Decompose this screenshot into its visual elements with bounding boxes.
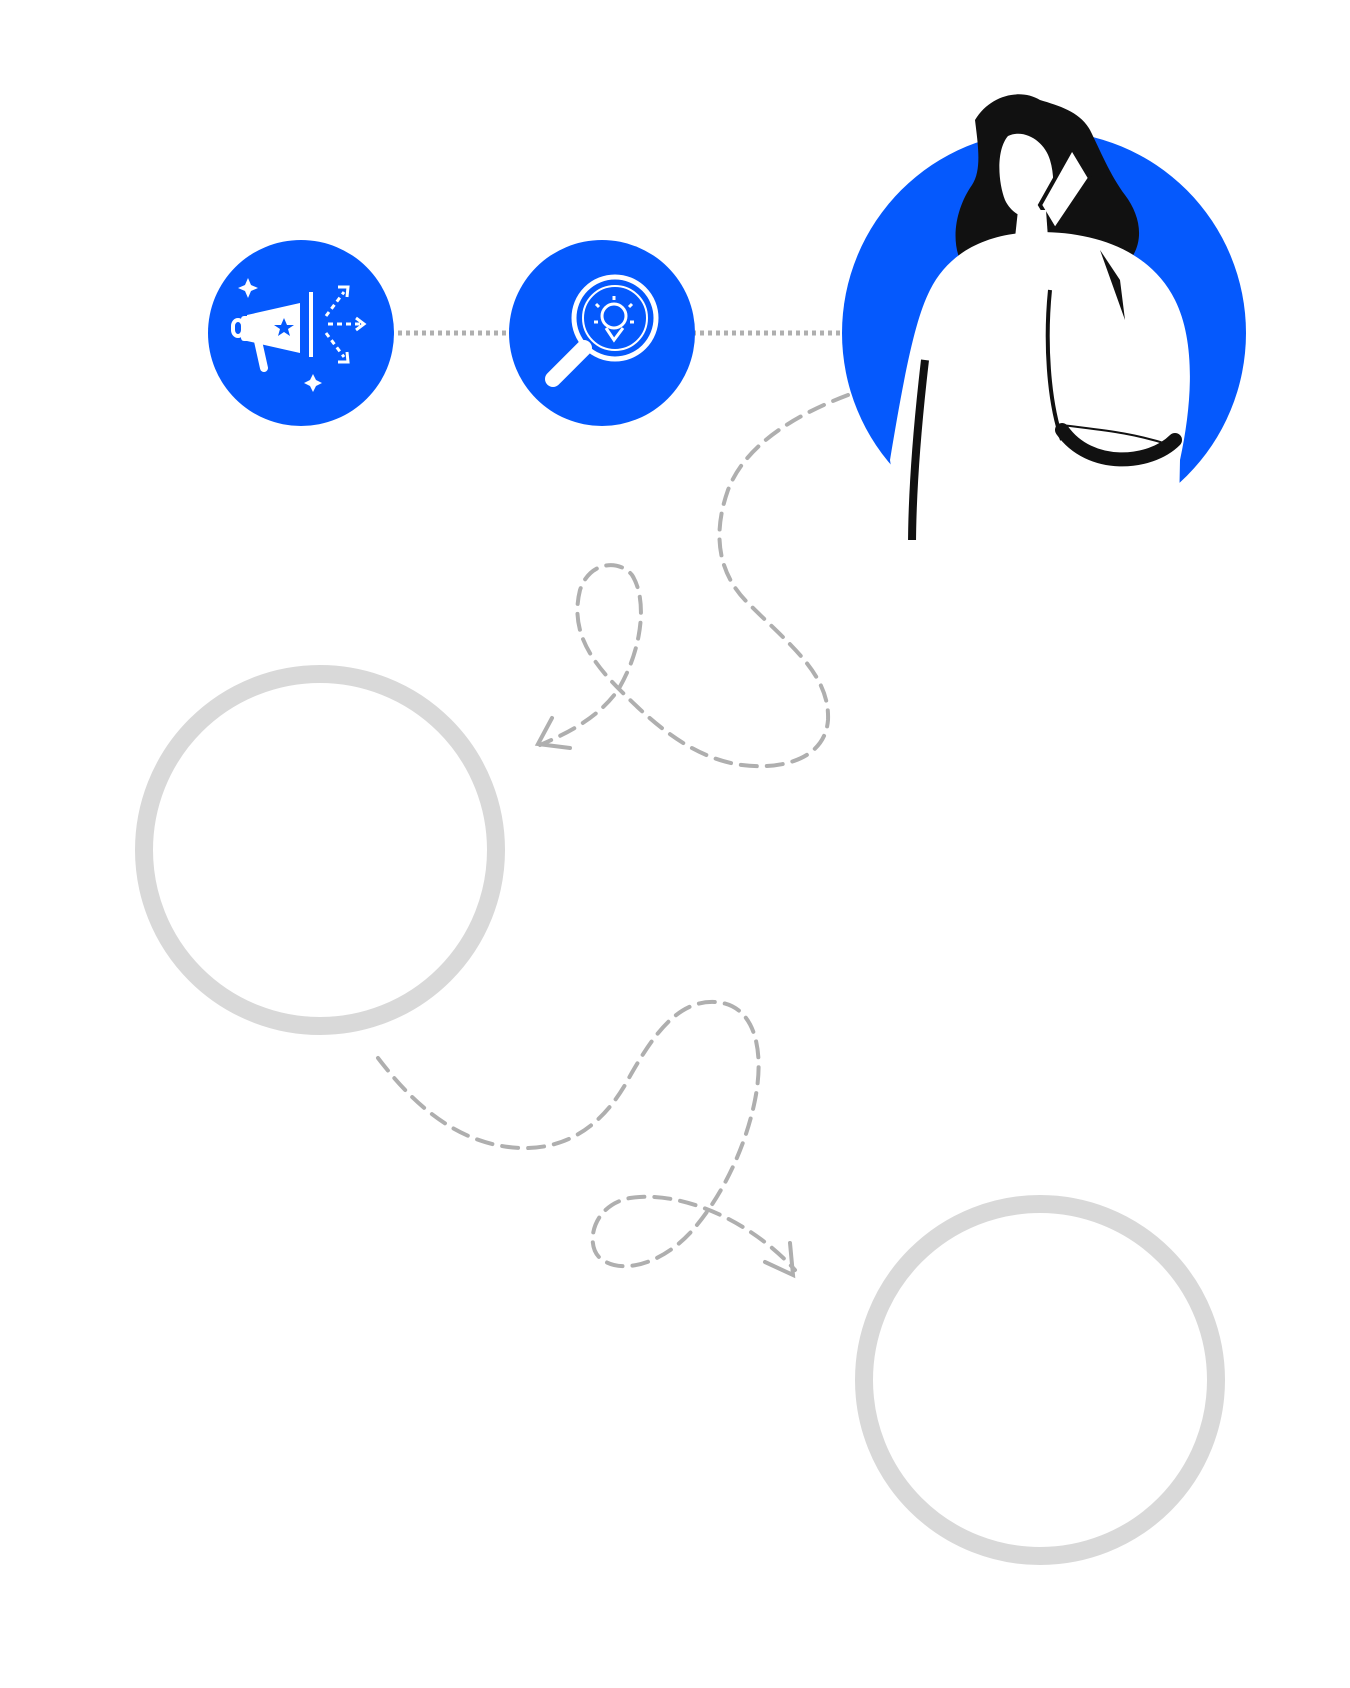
step-placeholder-ring-2[interactable]: [855, 1195, 1225, 1565]
megaphone-icon: [231, 278, 367, 392]
step-placeholder-ring-1[interactable]: [135, 665, 505, 1035]
marketing-node-circle: [208, 240, 394, 426]
woman-with-phone-illustration: [890, 94, 1190, 562]
research-node[interactable]: [509, 240, 695, 426]
loop-arrow-1: [534, 393, 850, 769]
loop-arrow-2: [376, 999, 797, 1279]
lightbulb-search-icon: [545, 274, 659, 387]
research-node-circle: [509, 240, 695, 426]
marketing-node[interactable]: [208, 240, 394, 426]
persona-node[interactable]: [842, 94, 1246, 562]
